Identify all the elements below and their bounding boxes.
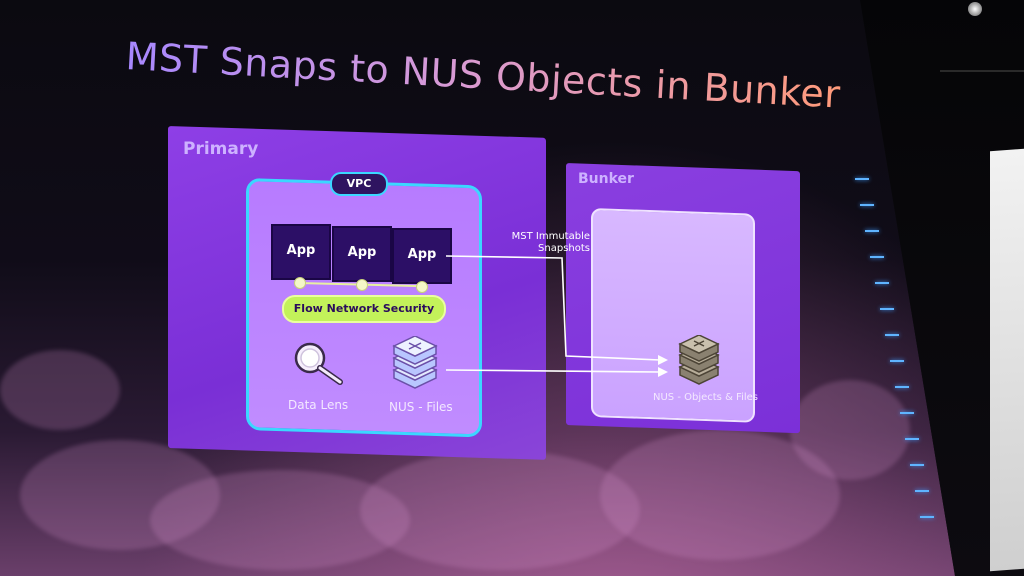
cloud-decoration: [790, 380, 910, 480]
storage-stack-icon: [392, 336, 438, 389]
files-arrow: [445, 369, 661, 373]
led-light: [875, 282, 889, 284]
led-light: [855, 178, 869, 180]
led-light: [890, 360, 904, 362]
led-light: [885, 334, 899, 336]
data-lens-label: Data Lens: [288, 398, 349, 412]
bunker-label: Bunker: [578, 171, 634, 187]
cloud-decoration: [360, 450, 640, 570]
led-light: [920, 516, 934, 518]
snapshot-label: MST Immutable Snapshots: [500, 231, 590, 255]
app-connector-dot: [356, 279, 368, 291]
snapshot-label-line1: MST Immutable: [511, 231, 590, 242]
app-box: App: [332, 226, 392, 282]
led-light: [905, 438, 919, 440]
app-connector-dot: [416, 281, 428, 293]
files-arrowhead: [658, 367, 668, 377]
led-light: [910, 464, 924, 466]
storage-stack-icon: [678, 335, 720, 385]
magnifier-icon: [294, 342, 343, 385]
led-light: [865, 230, 879, 232]
led-light: [895, 386, 909, 388]
led-light: [860, 204, 874, 206]
primary-label: Primary: [183, 139, 259, 159]
app-connector-dot: [294, 277, 306, 289]
stage-light: [968, 2, 982, 16]
snapshot-arrowhead: [658, 355, 668, 365]
snapshot-label-line2: Snapshots: [538, 243, 590, 254]
cloud-decoration: [20, 440, 220, 550]
led-light: [870, 256, 884, 258]
flow-network-security-badge: Flow Network Security: [282, 295, 446, 323]
cloud-decoration: [600, 430, 840, 560]
led-light: [900, 412, 914, 414]
cloud-decoration: [0, 350, 120, 430]
snapshot-arrow: [445, 255, 661, 361]
nus-files-label: NUS - Files: [389, 400, 453, 414]
nus-objects-label: NUS - Objects & Files: [653, 392, 758, 403]
lighting-truss: [940, 0, 1024, 72]
led-light: [915, 490, 929, 492]
vpc-label: VPC: [330, 172, 388, 196]
led-light: [880, 308, 894, 310]
cloud-decoration: [150, 470, 410, 570]
